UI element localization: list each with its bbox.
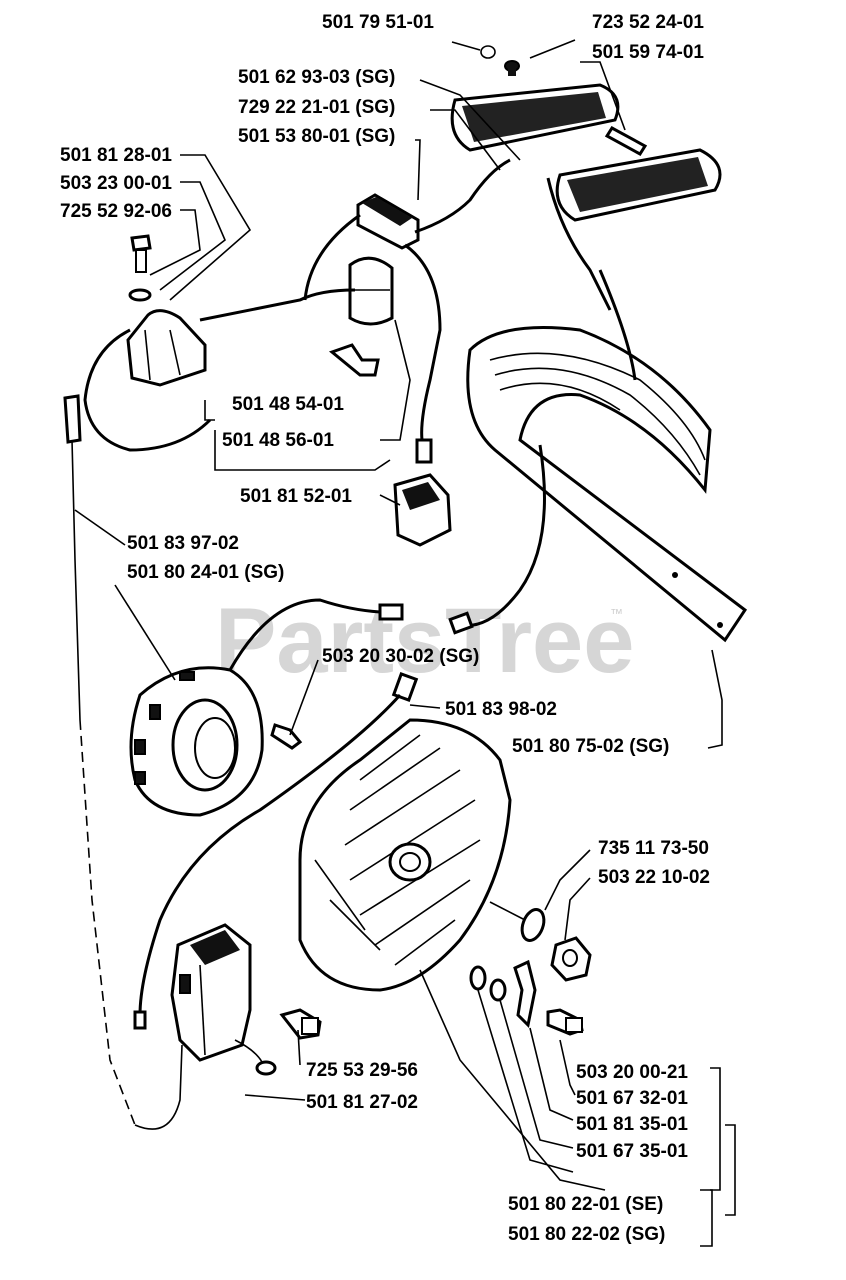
part-label: 725 53 29-56 — [306, 1060, 418, 1081]
part-label: 501 81 35-01 — [576, 1114, 688, 1135]
washer-small — [480, 45, 496, 59]
part-label: 501 81 52-01 — [240, 486, 352, 507]
spark-plug-cap — [126, 309, 207, 387]
front-handle-bar — [466, 326, 748, 643]
handle-grip-upper — [450, 83, 620, 152]
stator-screw — [270, 659, 319, 750]
part-label: 723 52 24-01 — [592, 12, 704, 33]
part-label: 501 80 22-02 (SG) — [508, 1224, 665, 1245]
short-circuit-cable — [63, 394, 183, 1130]
trademark-symbol: ™ — [610, 606, 623, 621]
spring-clip — [328, 343, 380, 377]
insulator-boot — [348, 256, 394, 326]
starter-pawl — [513, 959, 537, 1029]
part-label: 501 81 28-01 — [60, 145, 172, 166]
part-label: 501 53 80-01 (SG) — [238, 126, 395, 147]
part-label: 729 22 21-01 (SG) — [238, 97, 395, 118]
wire-connector — [415, 438, 433, 464]
watermark: PartsTree — [215, 590, 634, 692]
screw-small — [504, 60, 520, 76]
part-label: 503 22 10-02 — [598, 867, 710, 888]
part-label: 501 48 56-01 — [222, 430, 334, 451]
wire-terminal-left — [378, 603, 404, 621]
part-label: 725 52 92-06 — [60, 201, 172, 222]
part-label: 501 83 98-02 — [445, 699, 557, 720]
pawl-washer-2 — [489, 978, 507, 1002]
roll-pin — [604, 126, 648, 156]
part-label: 501 67 35-01 — [576, 1141, 688, 1162]
pawl-screw — [546, 1008, 584, 1036]
part-label: 501 80 24-01 (SG) — [127, 562, 284, 583]
flywheel-washer — [520, 908, 546, 942]
ignition-module — [170, 923, 277, 1076]
stop-switch — [356, 193, 420, 250]
part-label: 501 48 54-01 — [232, 394, 344, 415]
ignition-cable — [133, 672, 419, 1030]
module-screw — [279, 1008, 322, 1040]
wire-terminal-right — [448, 611, 474, 635]
flywheel-nut — [550, 936, 592, 982]
part-label: 501 59 74-01 — [592, 42, 704, 63]
part-label: 501 83 97-02 — [127, 533, 239, 554]
part-label: 501 67 32-01 — [576, 1088, 688, 1109]
switch-block — [379, 473, 452, 547]
part-label: 501 80 22-01 (SE) — [508, 1194, 663, 1215]
part-label: 503 20 30-02 (SG) — [322, 646, 479, 667]
part-label: 501 81 27-02 — [306, 1092, 418, 1113]
handle-grip-lower — [555, 148, 722, 222]
part-label: 501 80 75-02 (SG) — [512, 736, 669, 757]
flywheel — [298, 718, 512, 992]
part-label: 501 79 51-01 — [322, 12, 434, 33]
part-label: 503 20 00-21 — [576, 1062, 688, 1083]
pawl-washer-1 — [469, 965, 487, 991]
screw-cap — [128, 234, 152, 302]
part-label: 735 11 73-50 — [598, 838, 709, 859]
part-label: 501 62 93-03 (SG) — [238, 67, 395, 88]
ignition-stator — [129, 666, 264, 817]
part-label: 503 23 00-01 — [60, 173, 172, 194]
